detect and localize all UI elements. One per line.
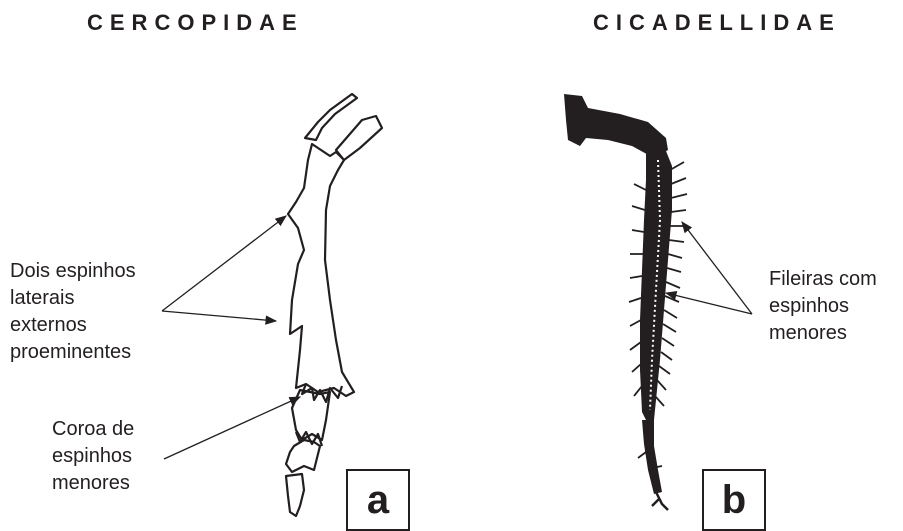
arrow-spine-crown <box>164 397 300 459</box>
cercopidae-femur-tip <box>336 116 382 160</box>
panel-label-a: a <box>346 469 410 531</box>
cicadellidae-femur <box>564 94 668 158</box>
panel-label-b: b <box>702 469 766 531</box>
cicadellidae-tarsus <box>642 420 662 494</box>
cercopidae-claw <box>286 474 304 516</box>
cicadellidae-leg-drawing <box>564 94 687 510</box>
arrow-spine-row-upper <box>682 222 752 314</box>
arrow-lateral-spine-upper <box>162 216 286 311</box>
label-spine-crown: Coroa de espinhos menores <box>52 416 134 497</box>
label-lateral-spines: Dois espinhos laterais externos proemine… <box>10 258 136 366</box>
label-spine-rows: Fileiras com espinhos menores <box>769 266 877 347</box>
arrow-lateral-spine-lower <box>162 311 276 321</box>
cercopidae-tarsus-2 <box>286 440 320 472</box>
cicadellidae-claw <box>652 492 668 510</box>
cercopidae-leg-drawing <box>286 94 382 516</box>
cercopidae-tibia <box>288 144 354 396</box>
